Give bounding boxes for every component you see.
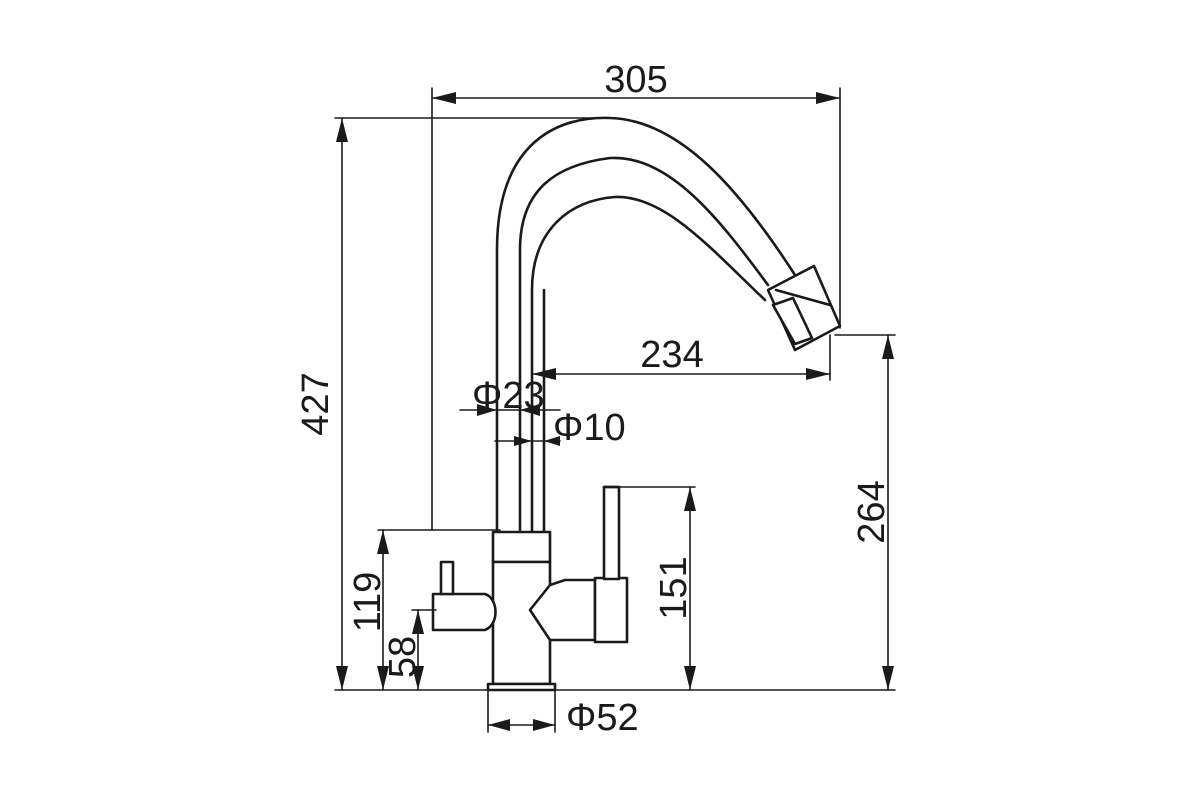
base-ring bbox=[486, 682, 557, 692]
spout-head-tip bbox=[771, 296, 814, 346]
right-lever-stem bbox=[602, 485, 621, 581]
label-spout-height: 264 bbox=[851, 480, 893, 543]
spout-inner-curve bbox=[518, 156, 770, 532]
faucet-outline bbox=[431, 116, 842, 692]
label-spout-diameter: Φ23 bbox=[472, 375, 545, 417]
right-handle-cone bbox=[528, 578, 597, 642]
label-spout-reach: 234 bbox=[640, 334, 703, 376]
left-handle-body bbox=[431, 592, 497, 632]
label-lever-height: 151 bbox=[653, 556, 695, 619]
label-side-handle-height: 58 bbox=[382, 636, 424, 678]
label-body-height: 119 bbox=[347, 572, 389, 633]
label-height-total: 427 bbox=[295, 372, 337, 435]
right-handle-hub bbox=[593, 576, 629, 644]
label-base-diameter: Φ52 bbox=[566, 697, 639, 739]
label-spout-inner-diameter: Φ10 bbox=[553, 407, 626, 449]
label-width-total: 305 bbox=[604, 59, 667, 101]
spout-outer-curve bbox=[495, 116, 797, 532]
dimension-labels: 305 427 234 264 151 119 58 Φ23 Φ10 Φ52 bbox=[295, 59, 893, 739]
spout-inner-pipe-curve bbox=[530, 195, 767, 532]
spout-head-seam bbox=[774, 288, 832, 307]
dimension-lines bbox=[334, 87, 896, 733]
body-collar bbox=[491, 530, 552, 564]
left-handle-knob bbox=[439, 560, 455, 596]
